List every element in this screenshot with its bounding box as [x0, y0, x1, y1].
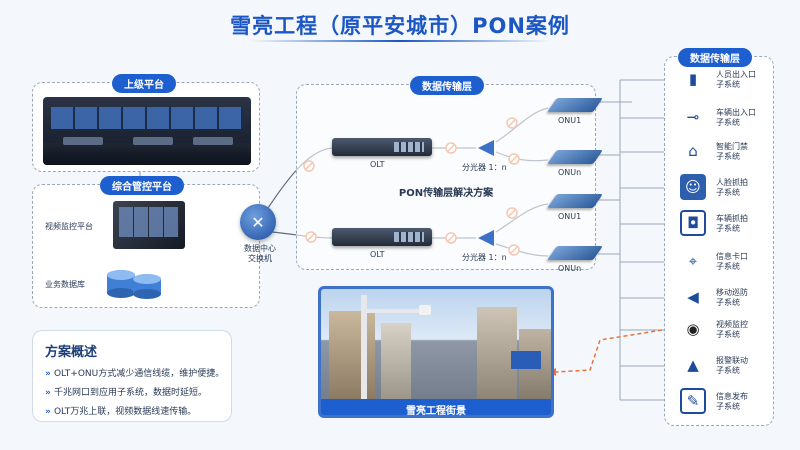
onu-top-1-label: ONU1 — [558, 116, 582, 125]
olt-bottom-device — [332, 228, 432, 246]
access-control-icon: ⌂ — [688, 142, 698, 160]
splitter-top-icon — [476, 138, 496, 158]
street-photo — [318, 286, 554, 418]
pon-solution-label: PON传输层解决方案 — [398, 188, 494, 199]
onu-bottom-n — [547, 246, 603, 260]
onu-bottom-1 — [547, 194, 603, 208]
subsystem-3-label: 智能门禁子系统 — [716, 142, 748, 161]
alarm-icon: ▲ — [687, 356, 699, 374]
splitter-top-label: 分光器 1：n — [462, 163, 507, 172]
door-icon: ▮ — [688, 70, 698, 88]
onu-top-n — [547, 150, 603, 164]
core-switch-label: 数据中心 交换机 — [244, 244, 276, 263]
overview-box: 方案概述 OLT+ONU方式减少通信线缆，维护便捷。 千兆网口到应用子系统，数据… — [32, 330, 232, 422]
subsystem-10-label: 信息发布子系统 — [716, 392, 748, 411]
olt-top-device — [332, 138, 432, 156]
overview-bullet-2: 千兆网口到应用子系统，数据时延短。 — [45, 385, 219, 398]
splitter-bottom-label: 分光器 1：n — [462, 253, 507, 262]
overview-bullet-1: OLT+ONU方式减少通信线缆，维护便捷。 — [45, 366, 224, 379]
mobile-patrol-icon: ◀ — [687, 288, 699, 306]
business-db-label: 业务数据库 — [45, 280, 85, 289]
info-board-icon: ✎ — [680, 388, 706, 414]
onu-bottom-1-label: ONU1 — [558, 212, 582, 221]
upper-platform-label: 上级平台 — [112, 74, 176, 93]
control-room-image — [43, 97, 251, 165]
page-title: 雪亮工程（原平安城市）PON案例 — [230, 14, 570, 38]
subsystem-panel-label: 数据传输层 — [678, 48, 752, 67]
subsystem-panel — [664, 56, 774, 426]
transmission-label: 数据传输层 — [410, 76, 484, 95]
title-underline — [250, 40, 550, 42]
subsystem-8-label: 视频监控子系统 — [716, 320, 748, 339]
subsystem-4-label: 人脸抓拍子系统 — [716, 178, 748, 197]
street-link — [555, 329, 663, 373]
subsystem-1-label: 人员出入口子系统 — [716, 70, 756, 89]
subsystem-2-label: 车辆出入口子系统 — [716, 108, 756, 127]
splitter-bottom-icon — [476, 228, 496, 248]
onu-top-1 — [547, 98, 603, 112]
core-switch-icon: ✕ — [240, 204, 276, 240]
olt-top-label: OLT — [370, 160, 385, 169]
integrated-platform-panel: 视频监控平台 业务数据库 — [32, 184, 260, 308]
face-capture-icon: ☺ — [680, 174, 706, 200]
car-capture-icon: ◘ — [680, 210, 706, 236]
cctv-icon: ◉ — [686, 320, 700, 338]
video-monitoring-label: 视频监控平台 — [45, 222, 93, 231]
subsystem-7-label: 移动巡防子系统 — [716, 288, 748, 307]
subsystem-5-label: 车辆抓拍子系统 — [716, 214, 748, 233]
video-wall-image — [113, 201, 185, 249]
integrated-platform-label: 综合管控平台 — [100, 176, 184, 195]
barrier-gate-icon: ⊸ — [686, 108, 700, 126]
onu-top-n-label: ONUn — [558, 168, 582, 177]
subsystem-9-label: 报警联动子系统 — [716, 356, 748, 375]
upper-platform-panel — [32, 82, 260, 172]
checkpoint-icon: ⌖ — [688, 252, 698, 270]
overview-bullet-3: OLT万兆上联，视频数据线速传输。 — [45, 404, 219, 417]
onu-bottom-n-label: ONUn — [558, 264, 582, 273]
overview-title: 方案概述 — [45, 345, 98, 360]
olt-bottom-label: OLT — [370, 250, 385, 259]
street-photo-caption: 雪亮工程街景 — [406, 406, 466, 417]
database-icon — [103, 267, 167, 299]
subsystem-6-label: 信息卡口子系统 — [716, 252, 748, 271]
